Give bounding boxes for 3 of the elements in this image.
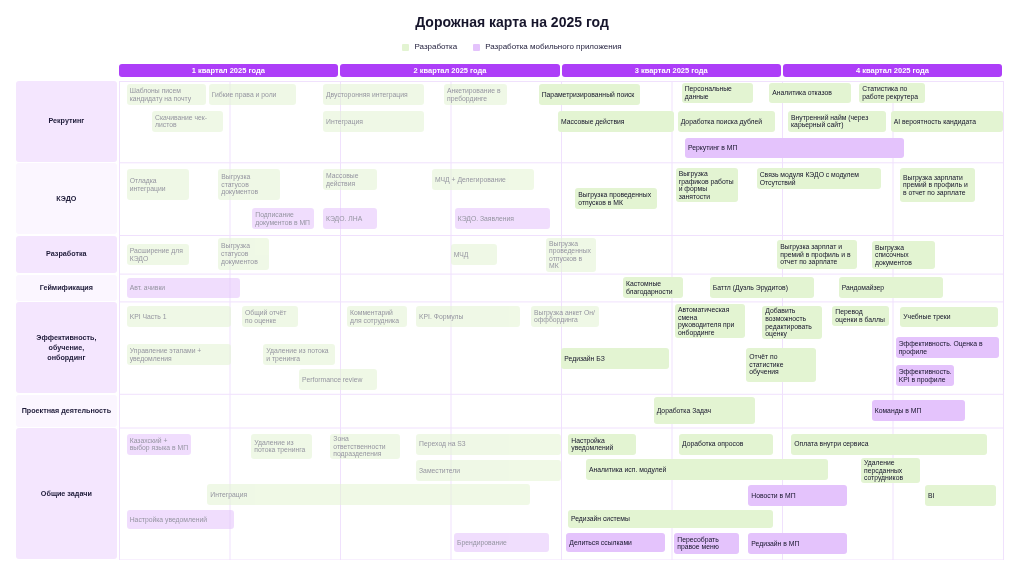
legend-label: Разработка мобильного приложения (485, 42, 622, 52)
diagram-title: Дорожная карта на 2025 год (415, 13, 609, 31)
legend-label: Разработка (414, 42, 458, 52)
